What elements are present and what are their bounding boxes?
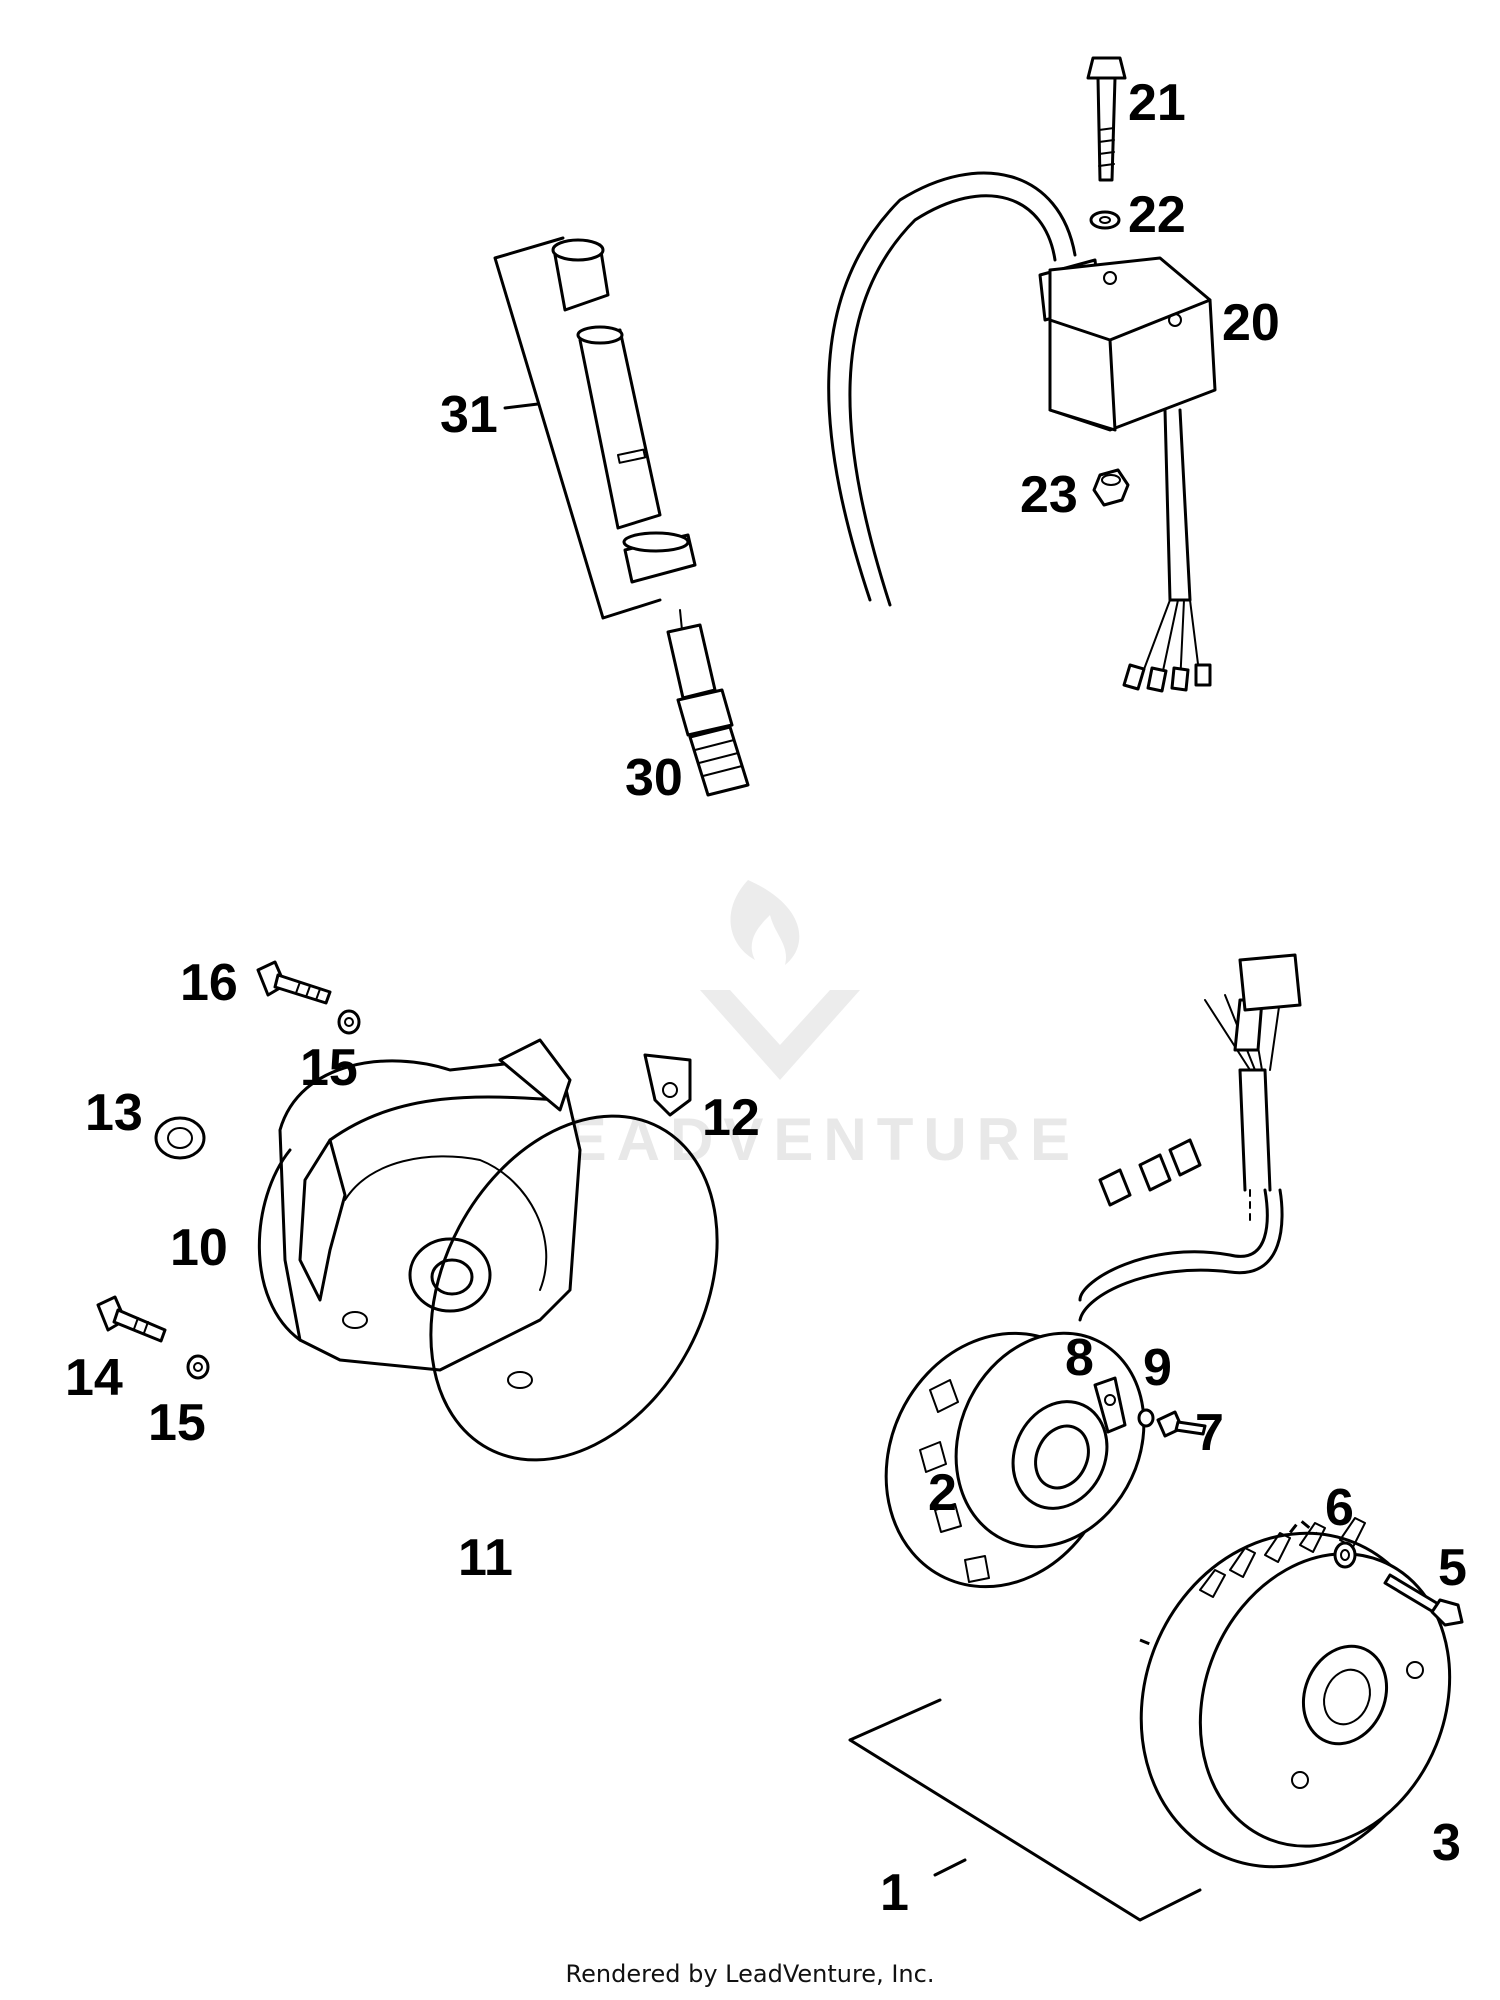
callout-12: 12 [702,1089,760,1147]
callout-1: 1 [880,1864,909,1922]
cable-clip [643,1053,692,1117]
callout-3: 3 [1432,1814,1461,1872]
callout-15b: 15 [148,1394,206,1452]
callout-31: 31 [440,386,498,444]
cover-plug [154,1116,206,1160]
flywheel-rotor [1139,1517,1452,1869]
stator-clamp-screw [1093,1376,1207,1438]
callout-22: 22 [1128,186,1186,244]
callout-16: 16 [180,954,238,1012]
callout-14: 14 [65,1349,123,1407]
flywheel-nut-and-washer [1333,1541,1464,1627]
callout-9: 9 [1143,1339,1172,1397]
callout-6: 6 [1325,1479,1354,1537]
spark-plug-cap-assembly [493,236,697,620]
cover-bolt-lower [96,1295,210,1380]
callout-30: 30 [625,749,683,807]
callout-13: 13 [85,1084,143,1142]
kit-bracket-line [848,1698,1202,1922]
callout-labels: 1 2 3 5 6 7 8 9 10 11 12 13 14 15 15 16 … [65,74,1467,1922]
callout-7: 7 [1195,1404,1224,1462]
cover-gasket [429,1114,719,1462]
callout-15a: 15 [300,1039,358,1097]
coil-nut [1092,468,1130,507]
ignition-cover [257,1038,582,1389]
callout-23: 23 [1020,466,1078,524]
spark-plug [666,609,750,797]
ignition-coil [827,171,1217,693]
callout-11: 11 [458,1529,513,1587]
leadventure-watermark: LEADVENTURE [520,880,1070,1173]
callout-21: 21 [1128,74,1186,132]
callout-20: 20 [1222,294,1280,352]
footer-credit: Rendered by LeadVenture, Inc. [565,1960,935,1988]
coil-bolt-and-washer [1086,56,1127,230]
callout-5: 5 [1438,1539,1467,1597]
callout-10: 10 [170,1219,228,1277]
stator [884,953,1302,1589]
callout-2: 2 [928,1464,957,1522]
callout-8: 8 [1065,1329,1094,1387]
cover-bolt-upper [256,960,361,1035]
